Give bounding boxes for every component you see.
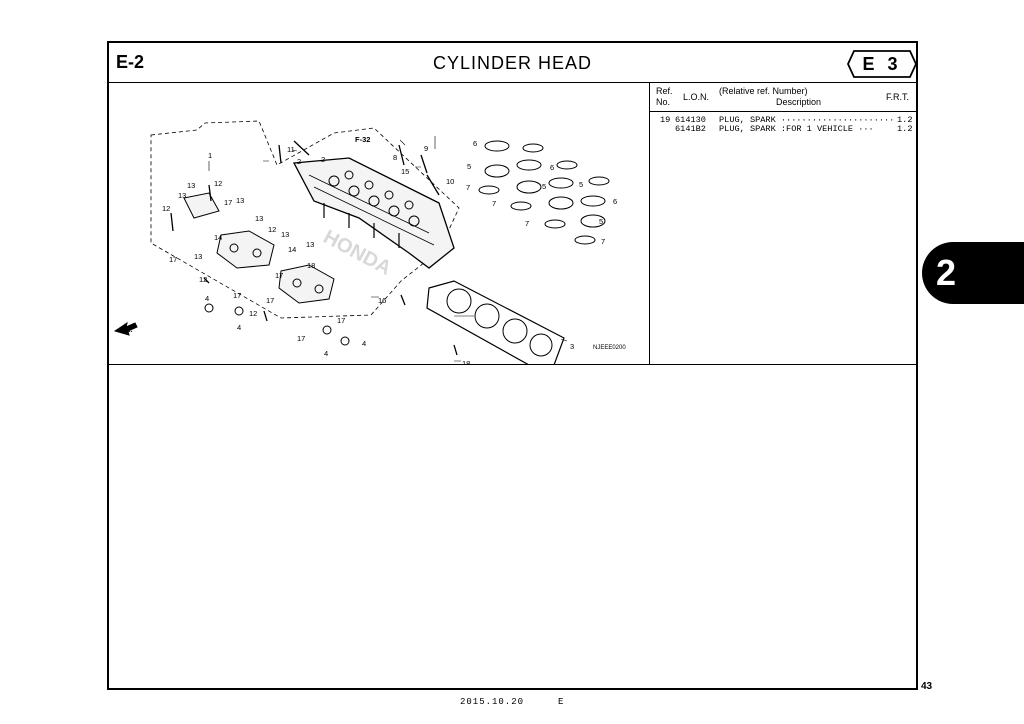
part-description: PLUG, SPARK ······················ [719,115,895,125]
ref-callout: 4 [324,349,329,358]
ref-callout: 7 [601,237,606,246]
frt-value: 1.2 [897,115,913,125]
ref-callout: 17 [337,316,346,325]
section-tab-label: 2 [936,252,957,293]
ref-callout: 8 [393,153,398,162]
ref-callout: 5 [542,182,547,191]
ref-callout: 5 [579,180,584,189]
ref-callout: 17 [297,334,306,343]
ref-callout: 13 [281,230,290,239]
ref-callout: 7 [525,219,530,228]
table-row: 6141B2 PLUG, SPARK :FOR 1 VEHICLE ··· 1.… [650,124,916,134]
footer-date: 2015.10.20 [460,697,525,707]
ref-callout: 4 [205,294,210,303]
ref-callout: 17 [233,291,242,300]
ref-callout: 5 [467,162,472,171]
exploded-diagram: HONDA F-32 FR. NJEEE0200 1 2 2 3 4 4 4 4… [109,83,650,365]
page-frame: E-2 CYLINDER HEAD E 3 [107,41,918,690]
ref-callout: 9 [424,144,429,153]
group-badge-label: E 3 [862,54,902,74]
ref-callout: 10 [446,177,455,186]
ref-callout: 18 [307,261,316,270]
ref-callout: 12 [249,309,258,318]
lon-code: 614130 [675,115,706,125]
ref-callout: 15 [401,167,410,176]
cross-ref-label: F-32 [355,135,371,144]
ref-callout: 12 [268,225,277,234]
ref-callout: 12 [162,204,171,213]
table-row: 19 614130 PLUG, SPARK ··················… [650,115,916,125]
ref-callout: 17 [266,296,275,305]
page-title: CYLINDER HEAD [432,53,593,73]
ref-callout: 11 [287,145,295,154]
frt-value: 1.2 [897,124,913,134]
ref-callout: 6 [550,163,555,172]
ref-callout: 1 [208,151,213,160]
ref-no-header-line1: Ref. [656,86,673,96]
ref-callout: 13 [187,181,196,190]
lon-header: L.O.N. [683,92,710,102]
ref-callout: 12 [214,179,223,188]
ref-callout: 14 [214,233,223,242]
ref-callout: 13 [306,240,315,249]
ref-callout: 18 [462,359,471,365]
header-row: E-2 CYLINDER HEAD E 3 [109,43,918,83]
page-number: 43 [921,681,933,692]
footer-code: E [558,697,564,707]
parts-list: Ref. No. L.O.N. (Relative ref. Number) D… [650,83,916,365]
diagram-code: NJEEE0200 [593,345,626,351]
header-divider [650,111,916,112]
group-badge: E 3 [846,49,918,79]
ref-callout: 13 [194,252,203,261]
section-code: E-2 [116,52,145,72]
ref-callout: 13 [178,191,187,200]
ref-callout: 2 [321,155,326,164]
ref-callout: 6 [473,139,478,148]
ref-callout: 17 [224,198,233,207]
section-tab: 2 [922,242,1024,304]
description-header-line2: Description [776,97,822,107]
ref-callout: 16 [378,296,387,305]
ref-number: 19 [660,115,671,125]
frt-header: F.R.T. [886,92,910,102]
description-header-line1: (Relative ref. Number) [719,86,808,96]
ref-callout: 17 [169,255,178,264]
ref-callout: 13 [255,214,264,223]
ref-callout: 3 [570,342,575,351]
front-direction-label: FR. [121,327,133,334]
ref-callout: 7 [466,183,471,192]
ref-callout: 13 [236,196,245,205]
ref-callout: 5 [599,217,604,226]
ref-callout: 12 [199,275,208,284]
ref-callout: 6 [613,197,618,206]
ref-no-header-line2: No. [656,97,671,107]
ref-callout: 4 [362,339,367,348]
cylinder-head-diagram: HONDA [113,120,610,364]
part-description: PLUG, SPARK :FOR 1 VEHICLE ··· [719,124,874,134]
badge-outline-icon [847,50,917,78]
ref-callout: 14 [288,245,297,254]
ref-callout: 17 [275,271,284,280]
ref-callout: 4 [237,323,242,332]
ref-callout: 7 [492,199,497,208]
lon-code: 6141B2 [675,124,706,134]
ref-callout: 2 [297,157,302,166]
